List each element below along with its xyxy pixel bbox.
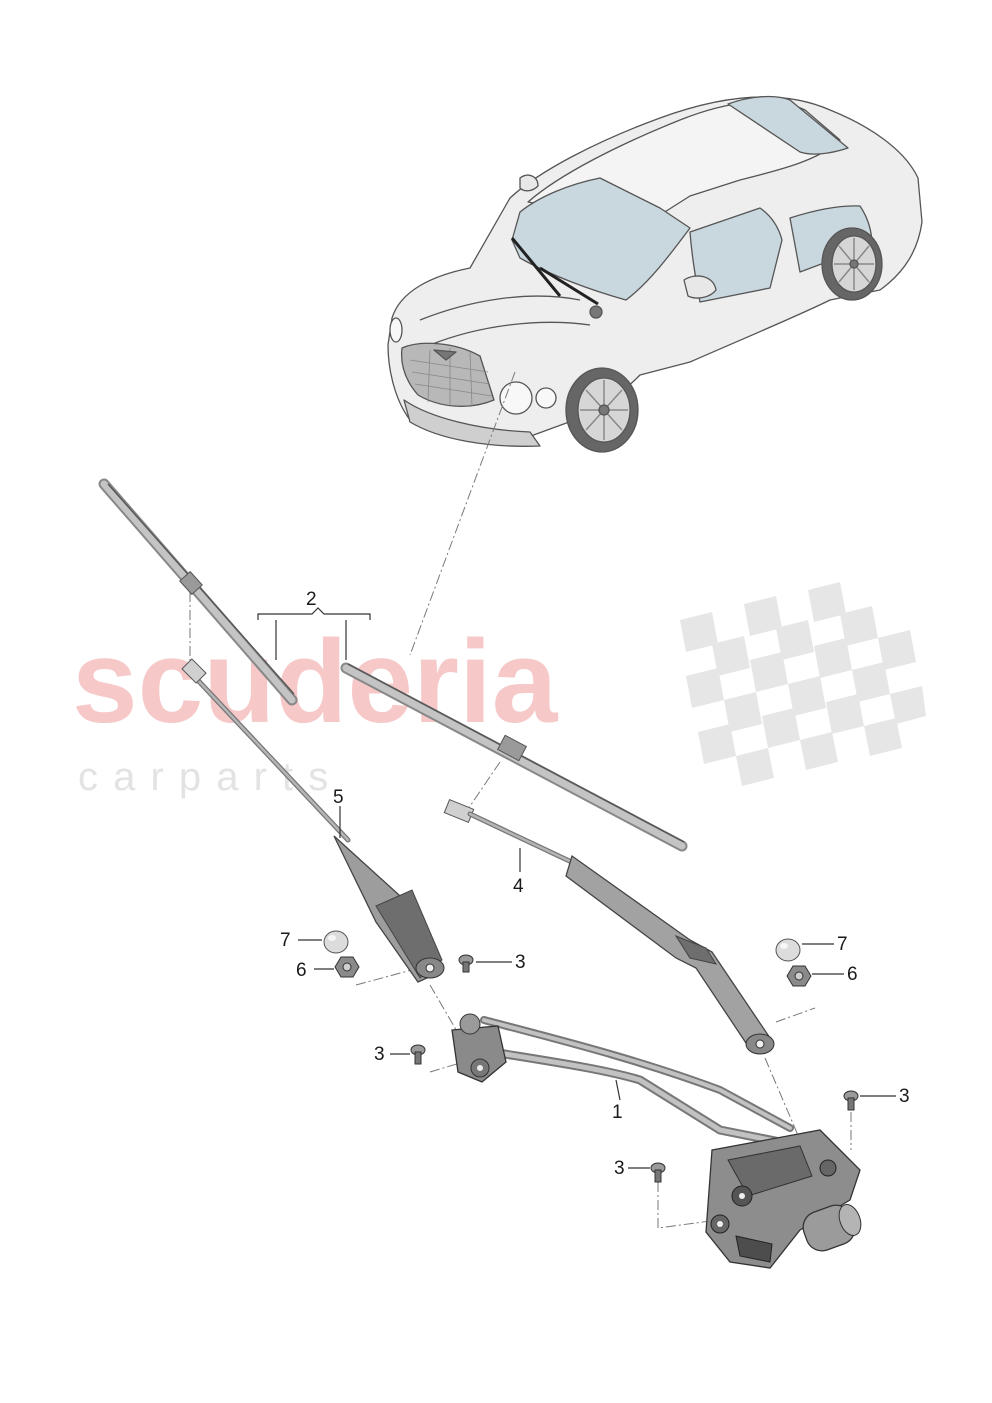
cap-right [775,938,801,962]
callout-cap-right: 7 [837,934,848,955]
car-mirror [683,275,717,299]
wiper-arm-right [443,798,775,1055]
car-hood-line [419,295,581,321]
car-wiper-highlight [539,266,599,306]
wiper-arm-left [181,658,445,983]
callout-screw-upper: 3 [515,952,526,973]
car-illustration [387,95,923,453]
wiper-blade-left [98,478,298,706]
leader-lines [257,607,896,1169]
car-headlight [389,317,403,343]
nut-right [786,965,812,987]
car-wiper-motor [589,305,603,319]
watermark-tagline: c a r p a r t s [78,755,330,799]
car-grille [400,342,495,407]
callout-nut-left: 6 [296,960,307,981]
car-sunroof [727,95,849,155]
callout-wiper-arm-right: 4 [513,876,524,897]
watermark-brand: scuderia [72,616,559,748]
car-badge [433,349,457,361]
callout-screw-left: 3 [374,1044,385,1065]
nut-left [334,956,360,978]
screw-upper [458,954,474,973]
callout-labels: 2 5 4 7 6 3 7 6 3 1 3 3 [280,589,910,1179]
car-headlight [535,387,557,409]
car-mirror [519,174,539,192]
callout-wiper-blade: 2 [306,589,317,610]
screw-right [843,1090,859,1111]
car-side-window [689,207,783,303]
callout-nut-right: 6 [847,964,858,985]
callout-screw-right: 3 [899,1086,910,1107]
wiper-blade-right [340,662,688,852]
assembly-guide-lines [189,371,852,1229]
car-grille-mesh [409,348,493,407]
watermark: scuderia c a r p a r t s [72,582,926,799]
cap-left [323,930,349,954]
car-rear-wheel [821,227,883,301]
screw-left [410,1044,426,1065]
car-lower-grille [403,399,541,447]
wiper-linkage-assembly [451,1013,862,1269]
car-front-wheel [565,367,639,453]
callout-screw-lower: 3 [614,1158,625,1179]
car-windshield [511,177,691,301]
car-wiper-highlight [510,237,562,297]
callout-cap-left: 7 [280,930,291,951]
callout-wiper-arm-left: 5 [333,787,344,808]
car-hood-line [429,321,591,346]
screw-lower [650,1162,666,1183]
car-headlight [499,381,533,415]
callout-wiper-linkage: 1 [612,1102,623,1123]
checkered-flag-watermark [680,582,926,786]
